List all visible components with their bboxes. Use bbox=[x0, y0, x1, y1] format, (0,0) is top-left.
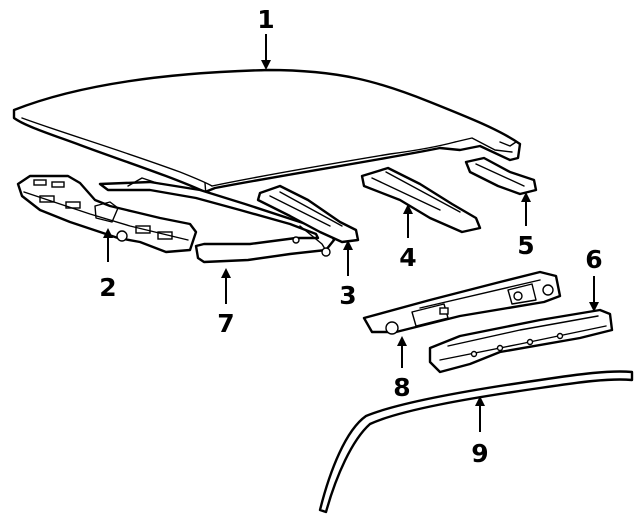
arrowhead-4 bbox=[403, 204, 413, 214]
callout-9: 9 bbox=[471, 439, 488, 468]
rear-roof-rail bbox=[428, 308, 614, 374]
arrowhead-8 bbox=[397, 336, 407, 346]
callout-8: 8 bbox=[393, 373, 410, 402]
arrowhead-9 bbox=[475, 396, 485, 406]
callout-7: 7 bbox=[217, 309, 234, 338]
arrowhead-6 bbox=[589, 302, 599, 312]
arrowhead-3 bbox=[343, 240, 353, 250]
arrowhead-1 bbox=[261, 60, 271, 70]
windshield-frame-rail bbox=[98, 177, 336, 264]
roof-bow-front bbox=[256, 184, 360, 244]
leader-lines bbox=[103, 34, 599, 432]
callout-5: 5 bbox=[517, 231, 534, 260]
callout-2: 2 bbox=[99, 273, 116, 302]
roof-panel bbox=[12, 68, 522, 197]
arrowhead-5 bbox=[521, 192, 531, 202]
callout-3: 3 bbox=[339, 281, 356, 310]
roof-bow-rear bbox=[464, 156, 538, 196]
callout-1: 1 bbox=[257, 5, 274, 34]
roof-drip-moulding bbox=[318, 370, 634, 514]
callout-labels: 1 2 3 4 5 6 7 8 9 bbox=[99, 5, 602, 468]
callout-6: 6 bbox=[585, 245, 602, 274]
roof-bow-center bbox=[360, 166, 482, 234]
callout-4: 4 bbox=[399, 243, 416, 272]
arrowhead-7 bbox=[221, 268, 231, 278]
rear-header-bracket bbox=[362, 270, 562, 335]
arrowhead-2 bbox=[103, 228, 113, 238]
front-header-panel bbox=[16, 174, 198, 254]
